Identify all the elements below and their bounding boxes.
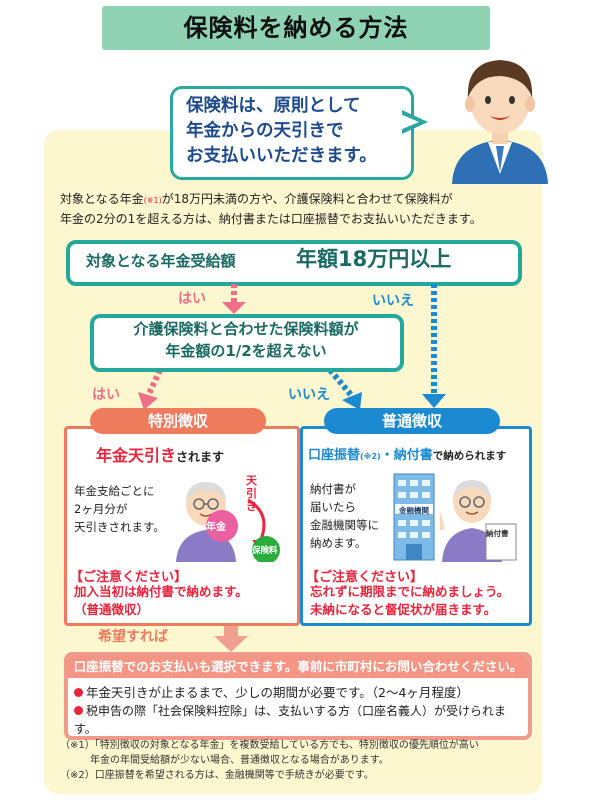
special-note-title: 【ご注意ください】	[70, 570, 188, 585]
bullet-dot-icon	[74, 706, 83, 715]
bullet-text: 税申告の際「社会保険料控除」は、支払いする方（口座名義人）が受けられます。	[74, 704, 507, 736]
footnote-2: （※2）口座振替を希望される方は、金融機関等で手続きが必要です。	[60, 770, 374, 781]
bullet-item: 年金天引きが止まるまで、少しの期間が必要です。（2～4ヶ月程度）	[74, 684, 526, 702]
regular-headline-part1: 口座振替	[308, 448, 361, 463]
intro-line1-pre: 対象となる年金	[60, 192, 144, 206]
bank-building-icon	[393, 473, 435, 561]
question-amount: 年額18万円以上	[296, 247, 452, 271]
intro-text: 対象となる年金(※1)が18万円未満の方や、介護保険料と合わせて保険料が 年金の…	[60, 190, 532, 229]
arrow-yes-1	[222, 284, 246, 314]
bank-sign: 金融機関	[399, 506, 429, 515]
bullet-dot-icon	[74, 688, 83, 697]
special-body-line: 天引きされます。	[74, 520, 165, 534]
special-collection-header: 特別徴収	[90, 408, 266, 434]
special-headline: 年金天引きされます	[96, 442, 224, 466]
q1-no-label: いいえ	[372, 293, 414, 309]
regular-note-line: 未納になると督促状が届きます。	[310, 602, 497, 617]
speech-line: お支払いいただきます。	[186, 146, 377, 166]
payment-slip-icon	[485, 523, 517, 561]
q2-yes-label: はい	[92, 387, 120, 403]
arrow-yes-2	[138, 368, 163, 410]
question2-line: 年金額の1/2を超えない	[165, 342, 327, 360]
special-body-line: 年金支給ごとに	[74, 484, 155, 498]
intro-line2: 年金の2分の1を超える方は、納付書または口座振替でお支払いいただきます。	[60, 212, 482, 226]
speech-line: 年金からの天引きで	[186, 121, 344, 141]
footnote-mark-2: (※2)	[360, 452, 381, 461]
regular-headline-rest: で納められます	[432, 450, 507, 462]
footnote-1-line2: 年金の年間受給額が少ない場合、普通徴収となる場合があります。	[90, 755, 389, 766]
regular-note-body: 忘れずに期限までに納めましょう。 未納になると督促状が届きます。	[310, 583, 509, 619]
page-title: 保険料を納める方法	[102, 6, 490, 50]
man-illustration	[452, 60, 548, 184]
speech-bubble	[170, 86, 414, 180]
account-transfer-header: 口座振替でのお支払いも選択できます。事前に市町村にお問い合わせください。	[68, 656, 528, 678]
question2-line: 介護保険料と合わせた保険料額が	[133, 320, 359, 338]
footnotes: （※1）「特別徴収の対象となる年金」を複数受給している方でも、特別徴収の優先順位…	[60, 738, 540, 783]
arrow-no-2	[327, 368, 362, 410]
elderly-man-illustration	[176, 482, 280, 562]
regular-body-line: 金融機関等に	[310, 518, 379, 532]
deduct-label: 天引き	[246, 474, 257, 513]
question-box-premium-ratio	[90, 314, 404, 372]
regular-headline-part2: 納付書	[393, 448, 433, 463]
coin-pension-label: 年金	[206, 522, 226, 533]
q1-yes-label: はい	[178, 291, 206, 307]
footnote-1-line1: （※1）「特別徴収の対象となる年金」を複数受給している方でも、特別徴収の優先順位…	[60, 740, 479, 751]
hope-label: 希望すれば	[98, 629, 168, 645]
regular-body-line: 届いたら	[310, 500, 356, 514]
bullet-item: 税申告の際「社会保険料控除」は、支払いする方（口座名義人）が受けられます。	[74, 702, 526, 738]
question2-text: 介護保険料と合わせた保険料額が 年金額の1/2を超えない	[96, 318, 396, 362]
regular-headline: 口座振替(※2)・納付書で納められます	[308, 444, 506, 463]
regular-note-title: 【ご注意ください】	[306, 570, 424, 585]
intro-line1-post: が18万円未満の方や、介護保険料と合わせて保険料が	[161, 192, 453, 206]
special-headline-rest: されます	[176, 450, 225, 464]
bullet-text: 年金天引きが止まるまで、少しの期間が必要です。（2～4ヶ月程度）	[86, 685, 469, 700]
speech-text: 保険料は、原則として 年金からの天引きで お支払いいただきます。	[186, 94, 406, 169]
regular-body: 納付書が 届いたら 金融機関等に 納めます。	[310, 480, 379, 552]
q2-no-label: いいえ	[288, 387, 330, 403]
coin-insurance-label: 保険料	[252, 546, 278, 556]
speech-bubble-tail-inner	[400, 114, 419, 130]
arrow-no-1	[422, 284, 446, 408]
elderly-man-with-paper-illustration	[440, 480, 517, 562]
regular-collection-header: 普通徴収	[324, 408, 500, 434]
regular-body-line: 納めます。	[310, 536, 367, 550]
bullet-list: 年金天引きが止まるまで、少しの期間が必要です。（2～4ヶ月程度） 税申告の際「社…	[74, 684, 526, 738]
regular-body-line: 納付書が	[310, 482, 356, 496]
payment-slip-label: 納付書	[486, 529, 509, 538]
special-note-line: 加入当初は納付書で納めます。	[74, 584, 248, 599]
special-note-body: 加入当初は納付書で納めます。 （普通徴収）	[74, 583, 248, 619]
arrow-hope	[214, 622, 248, 652]
question-label: 対象となる年金受給額	[86, 252, 236, 270]
insurance-coin-icon	[252, 536, 280, 562]
special-body-line: 2ヶ月分が	[74, 502, 128, 516]
footnote-mark-1: (※1)	[143, 196, 162, 205]
question-box-pension-amount	[66, 240, 522, 286]
regular-note-line: 忘れずに期限までに納めましょう。	[310, 584, 510, 599]
special-note-line: （普通徴収）	[74, 602, 150, 617]
special-headline-red: 年金天引き	[96, 446, 177, 465]
special-body: 年金支給ごとに 2ヶ月分が 天引きされます。	[74, 482, 165, 536]
pension-coin-icon	[206, 510, 238, 542]
regular-headline-sep: ・	[380, 448, 394, 463]
speech-line: 保険料は、原則として	[186, 96, 361, 116]
